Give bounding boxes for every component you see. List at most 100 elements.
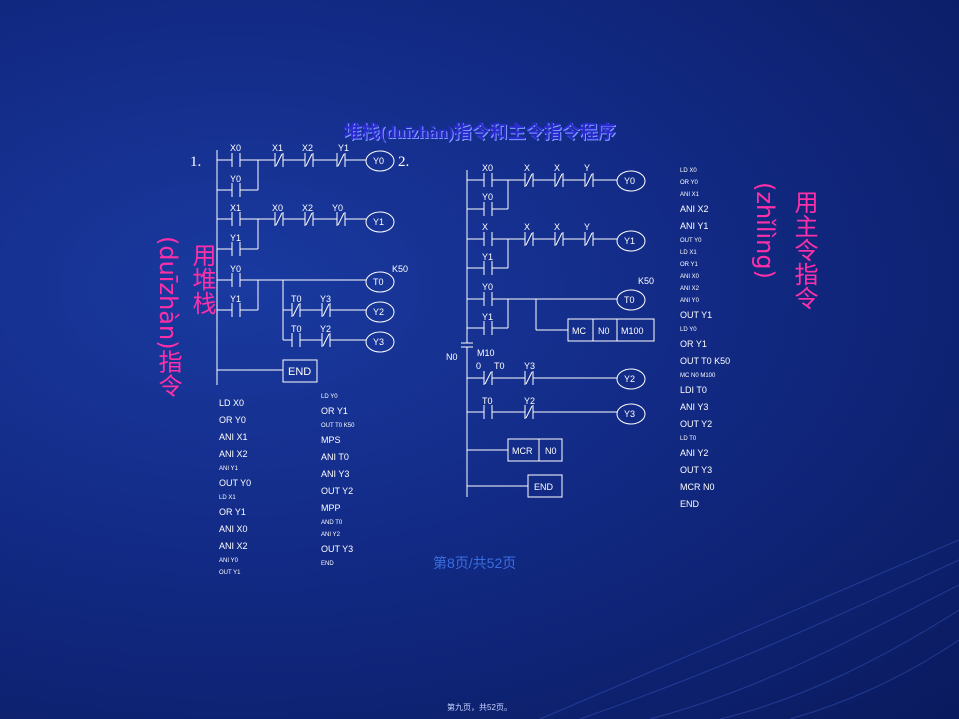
instruction-line: OUT Y1 <box>680 310 713 320</box>
ld1-c16: Y1 <box>230 294 241 304</box>
ld1-c12: T0 <box>291 294 302 304</box>
ld2-n0: N0 <box>446 352 458 362</box>
ld2-c5: Y0 <box>482 192 493 202</box>
instruction-line: ANI Y3 <box>680 402 709 412</box>
ld2-mcr: MCR <box>512 446 533 456</box>
ld1-end: END <box>288 366 311 378</box>
ld2-coil5: Y3 <box>624 409 635 419</box>
ld2-c13: 0 <box>476 361 481 371</box>
ld2-c8: X <box>554 222 560 232</box>
instruction-line: END <box>680 499 700 509</box>
ld1-c5: Y0 <box>230 174 241 184</box>
ld2-c9: Y <box>584 222 590 232</box>
ld2-c7: X <box>524 222 530 232</box>
ld2-c3: X <box>554 163 560 173</box>
instruction-line: LD X0 <box>219 398 245 408</box>
right-label-b: (zhǐlìng) <box>751 182 779 279</box>
ld1-c13: Y3 <box>320 294 331 304</box>
instruction-line: ANI T0 <box>321 452 349 462</box>
instruction-line: LD Y0 <box>680 327 697 333</box>
ld2-c6: X <box>482 222 488 232</box>
instruction-line: OUT Y1 <box>219 570 241 576</box>
instruction-line: OR Y0 <box>219 415 246 425</box>
ld1-c7: X0 <box>272 203 283 213</box>
ld2-c1: X0 <box>482 163 493 173</box>
instruction-line: OUT Y2 <box>680 419 713 429</box>
ld1-coil4: Y2 <box>373 307 384 317</box>
ld1-coil1: Y0 <box>373 156 384 166</box>
instruction-line: ANI Y1 <box>219 466 238 472</box>
ld1-coil5: Y3 <box>373 337 384 347</box>
ld1-c4: Y1 <box>338 143 349 153</box>
slide-title: 堆栈(duīzhàn)指令和主令指令程序 <box>343 122 616 142</box>
instruction-line: OUT T0 K50 <box>680 356 731 366</box>
instruction-line: ANI X2 <box>219 449 248 459</box>
instruction-line: ANI Y2 <box>680 448 709 458</box>
ld2-mc: MC <box>572 326 586 336</box>
instruction-line: LD X1 <box>680 250 697 256</box>
instruction-line: ANI Y0 <box>680 298 699 304</box>
section-number-2: 2. <box>398 154 410 170</box>
instruction-line: OR Y1 <box>680 262 698 268</box>
footer-text: 第九页，共52页。 <box>447 703 512 712</box>
ld1-c8: X2 <box>302 203 313 213</box>
instruction-line: OUT Y3 <box>321 544 354 554</box>
instruction-line: LD X1 <box>219 495 236 501</box>
ld1-coil3: T0 <box>373 277 384 287</box>
instruction-line: LDI T0 <box>680 385 707 395</box>
ld1-c3: X2 <box>302 143 313 153</box>
ld2-c4: Y <box>584 163 590 173</box>
ld2-coil1: Y0 <box>624 176 635 186</box>
ld2-mc-m: M100 <box>621 326 644 336</box>
ld1-c10: Y1 <box>230 233 241 243</box>
instruction-line: LD Y0 <box>321 394 338 400</box>
instruction-line: AND T0 <box>321 520 343 526</box>
instruction-line: OUT Y2 <box>321 486 354 496</box>
left-label-a: 用堆栈 <box>188 243 216 315</box>
ld2-k: K50 <box>638 276 654 286</box>
ld1-c15: Y2 <box>320 324 331 334</box>
ld1-k: K50 <box>392 264 408 274</box>
instruction-line: MC N0 M100 <box>680 373 716 379</box>
instruction-line: ANI Y3 <box>321 469 350 479</box>
ld2-c12: Y1 <box>482 312 493 322</box>
ld1-c14: T0 <box>291 324 302 334</box>
ld2-c2: X <box>524 163 530 173</box>
instruction-line: OUT Y0 <box>680 238 702 244</box>
section-number-1: 1. <box>190 154 202 170</box>
ld2-m10: M10 <box>477 348 495 358</box>
instruction-line: LD T0 <box>680 436 697 442</box>
page-number: 第8页/共52页 <box>433 555 517 571</box>
left-label-b: (duīzhàn)指令 <box>154 236 182 398</box>
right-label-a: 用主令指令 <box>790 190 818 310</box>
ld1-c11: Y0 <box>230 264 241 274</box>
ld2-c15: Y3 <box>524 361 535 371</box>
instruction-line: OUT Y0 <box>219 478 252 488</box>
ld2-coil4: Y2 <box>624 374 635 384</box>
instruction-line: END <box>321 561 334 567</box>
ld1-c6: X1 <box>230 203 241 213</box>
instruction-line: ANI X1 <box>680 192 700 198</box>
instruction-line: ANI Y2 <box>321 532 340 538</box>
instruction-line: LD X0 <box>680 168 697 174</box>
instruction-line: ANI Y1 <box>680 221 709 231</box>
instruction-line: ANI X0 <box>219 524 248 534</box>
instruction-line: ANI X0 <box>680 274 700 280</box>
instruction-line: ANI X2 <box>680 204 709 214</box>
ld2-c17: Y2 <box>524 396 535 406</box>
ld1-c1: X0 <box>230 143 241 153</box>
instruction-line: OR Y1 <box>321 406 348 416</box>
instruction-line: MPP <box>321 503 341 513</box>
instruction-line: OUT T0 K50 <box>321 423 355 429</box>
ld2-c10: Y1 <box>482 252 493 262</box>
ld1-c2: X1 <box>272 143 283 153</box>
ld2-c16: T0 <box>482 396 493 406</box>
ld2-coil3: T0 <box>624 295 635 305</box>
ld1-coil2: Y1 <box>373 217 384 227</box>
instruction-line: OR Y1 <box>680 339 707 349</box>
ld2-mcr-n: N0 <box>545 446 557 456</box>
